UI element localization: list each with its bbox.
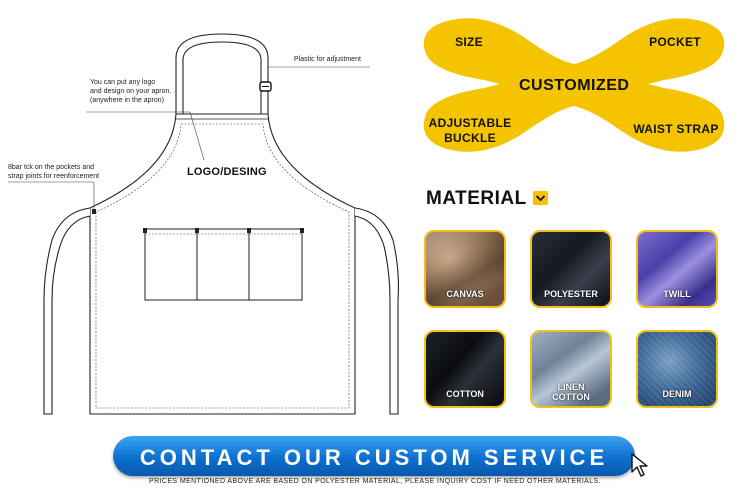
- material-swatch-denim[interactable]: DENIM: [636, 330, 718, 408]
- material-label-cotton: COTTON: [446, 389, 484, 399]
- cursor-arrow-icon: [631, 453, 648, 477]
- material-label-linen-cotton: LINEN COTTON: [552, 382, 590, 402]
- polyester-fabric-image: [532, 232, 610, 306]
- material-label-polyester: POLYESTER: [544, 289, 598, 299]
- material-header: MATERIAL: [426, 188, 549, 210]
- option-size: SIZE: [455, 35, 483, 49]
- note-bartack: 8bar tck on the pockets and strap joints…: [8, 164, 100, 180]
- waist-strap-right: [354, 207, 399, 415]
- material-label-canvas: CANVAS: [446, 289, 484, 299]
- apron-diagram: [8, 33, 399, 415]
- option-waist-strap: WAIST STRAP: [633, 122, 719, 136]
- neck-strap: [175, 33, 269, 114]
- denim-fabric-image: [638, 332, 716, 406]
- material-swatch-cotton[interactable]: COTTON: [424, 330, 506, 408]
- customized-x-shape: [423, 18, 725, 152]
- option-pocket: POCKET: [649, 35, 701, 49]
- logo-placement-label: LOGO/DESING: [187, 166, 267, 178]
- option-adjustable-buckle: ADJUSTABLE BUCKLE: [428, 116, 512, 145]
- material-swatch-canvas[interactable]: CANVAS: [424, 230, 506, 308]
- waist-strap-left: [43, 207, 91, 415]
- front-pocket: [144, 228, 303, 301]
- contact-service-label: CONTACT OUR CUSTOM SERVICE: [139, 445, 609, 470]
- twill-fabric-image: [638, 232, 716, 306]
- price-disclaimer: PRICES MENTIONED ABOVE ARE BASED ON POLY…: [149, 478, 601, 485]
- material-title: MATERIAL: [426, 188, 527, 209]
- contact-service-button[interactable]: CONTACT OUR CUSTOM SERVICE: [113, 436, 635, 476]
- chevron-down-icon: [533, 191, 549, 205]
- note-adjustment: Plastic for adjustment: [294, 56, 361, 63]
- canvas-fabric-image: [426, 232, 504, 306]
- cotton-fabric-image: [426, 332, 504, 406]
- material-swatch-twill[interactable]: TWILL: [636, 230, 718, 308]
- material-swatch-linen-cotton[interactable]: LINEN COTTON: [530, 330, 612, 408]
- material-label-twill: TWILL: [663, 289, 691, 299]
- material-swatch-polyester[interactable]: POLYESTER: [530, 230, 612, 308]
- linen-cotton-fabric-image: [532, 332, 610, 406]
- customized-title: CUSTOMIZED: [519, 77, 630, 94]
- note-logo: You can put any logo and design on your …: [90, 79, 172, 104]
- material-label-denim: DENIM: [662, 389, 692, 399]
